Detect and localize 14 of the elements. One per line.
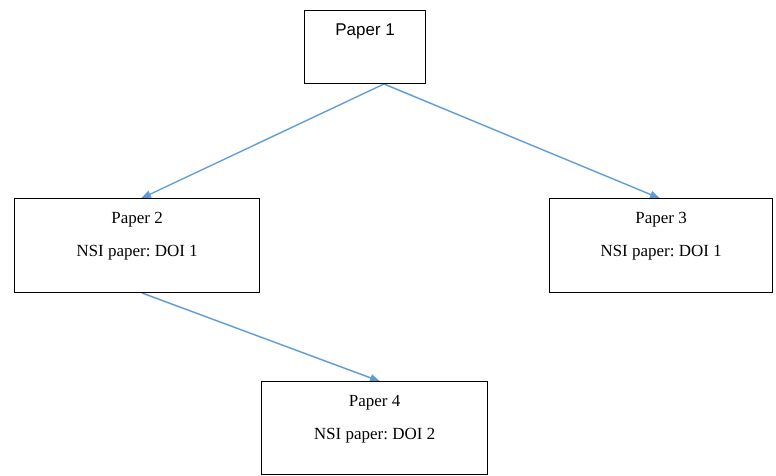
- arrow: [384, 83, 660, 199]
- arrow: [142, 292, 380, 382]
- paper-title: Paper 3: [635, 207, 687, 228]
- paper-title: Paper 2: [111, 207, 163, 228]
- paper-box: [304, 10, 426, 84]
- paper-box: [261, 381, 488, 475]
- paper-box: [549, 198, 773, 293]
- arrow: [141, 83, 384, 199]
- paper-title: Paper 1: [335, 19, 395, 40]
- paper-title: Paper 4: [348, 390, 400, 412]
- paper-box: [14, 198, 260, 293]
- doi-note: NSI paper: DOI 1: [76, 240, 198, 262]
- doi-note: NSI paper: DOI 1: [600, 240, 722, 262]
- doi-note: NSI paper: DOI 2: [314, 423, 436, 444]
